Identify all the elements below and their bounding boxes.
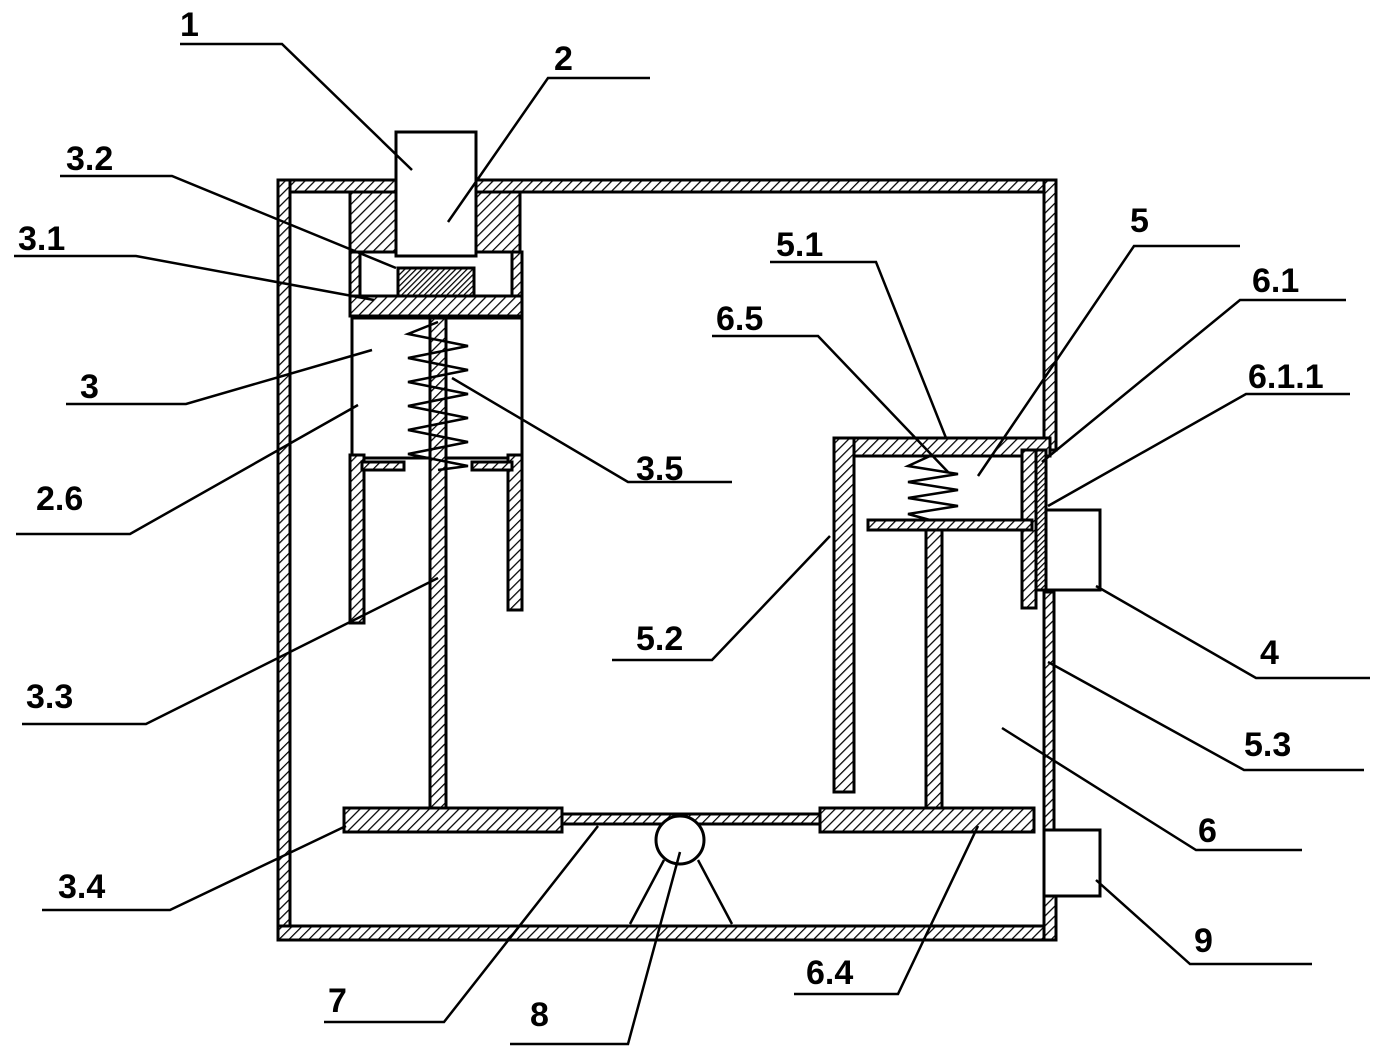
right-cylinder: [818, 436, 1052, 834]
label-2-6: 2.6: [36, 480, 83, 518]
linkage-and-ball: [560, 812, 822, 925]
label-2: 2: [554, 40, 573, 78]
label-3-5: 3.5: [636, 450, 683, 488]
spring-6-5: [903, 454, 959, 522]
inlet-pipe: [348, 130, 524, 304]
leader-lines: [14, 42, 1370, 1046]
label-4: 4: [1260, 634, 1279, 672]
label-3: 3: [80, 368, 99, 406]
label-5-3: 5.3: [1244, 726, 1291, 764]
outlet-ports: [1042, 508, 1102, 898]
valve-seal-block: [348, 266, 524, 318]
spring-3-5: [403, 320, 469, 472]
part-labels: 1 2 3.2 3.1 3 2.6 3.3 3.4 3.5 7 8 6.4 5.…: [18, 6, 1324, 1034]
label-8: 8: [530, 996, 549, 1034]
label-7: 7: [328, 982, 347, 1020]
label-9: 9: [1194, 922, 1213, 960]
label-3-2: 3.2: [66, 140, 113, 178]
outer-housing: [276, 178, 1058, 942]
label-6-4: 6.4: [806, 954, 853, 992]
label-3-4: 3.4: [58, 868, 105, 906]
label-3-1: 3.1: [18, 220, 65, 258]
left-cylinder: [342, 316, 564, 834]
label-6-1: 6.1: [1252, 262, 1299, 300]
label-5-1: 5.1: [776, 226, 823, 264]
label-1: 1: [180, 6, 199, 44]
ball-8: [654, 814, 706, 866]
label-5: 5: [1130, 202, 1149, 240]
label-5-2: 5.2: [636, 620, 683, 658]
label-6-1-1: 6.1.1: [1248, 358, 1324, 396]
label-6-5: 6.5: [716, 300, 763, 338]
label-6: 6: [1198, 812, 1217, 850]
label-3-3: 3.3: [26, 678, 73, 716]
